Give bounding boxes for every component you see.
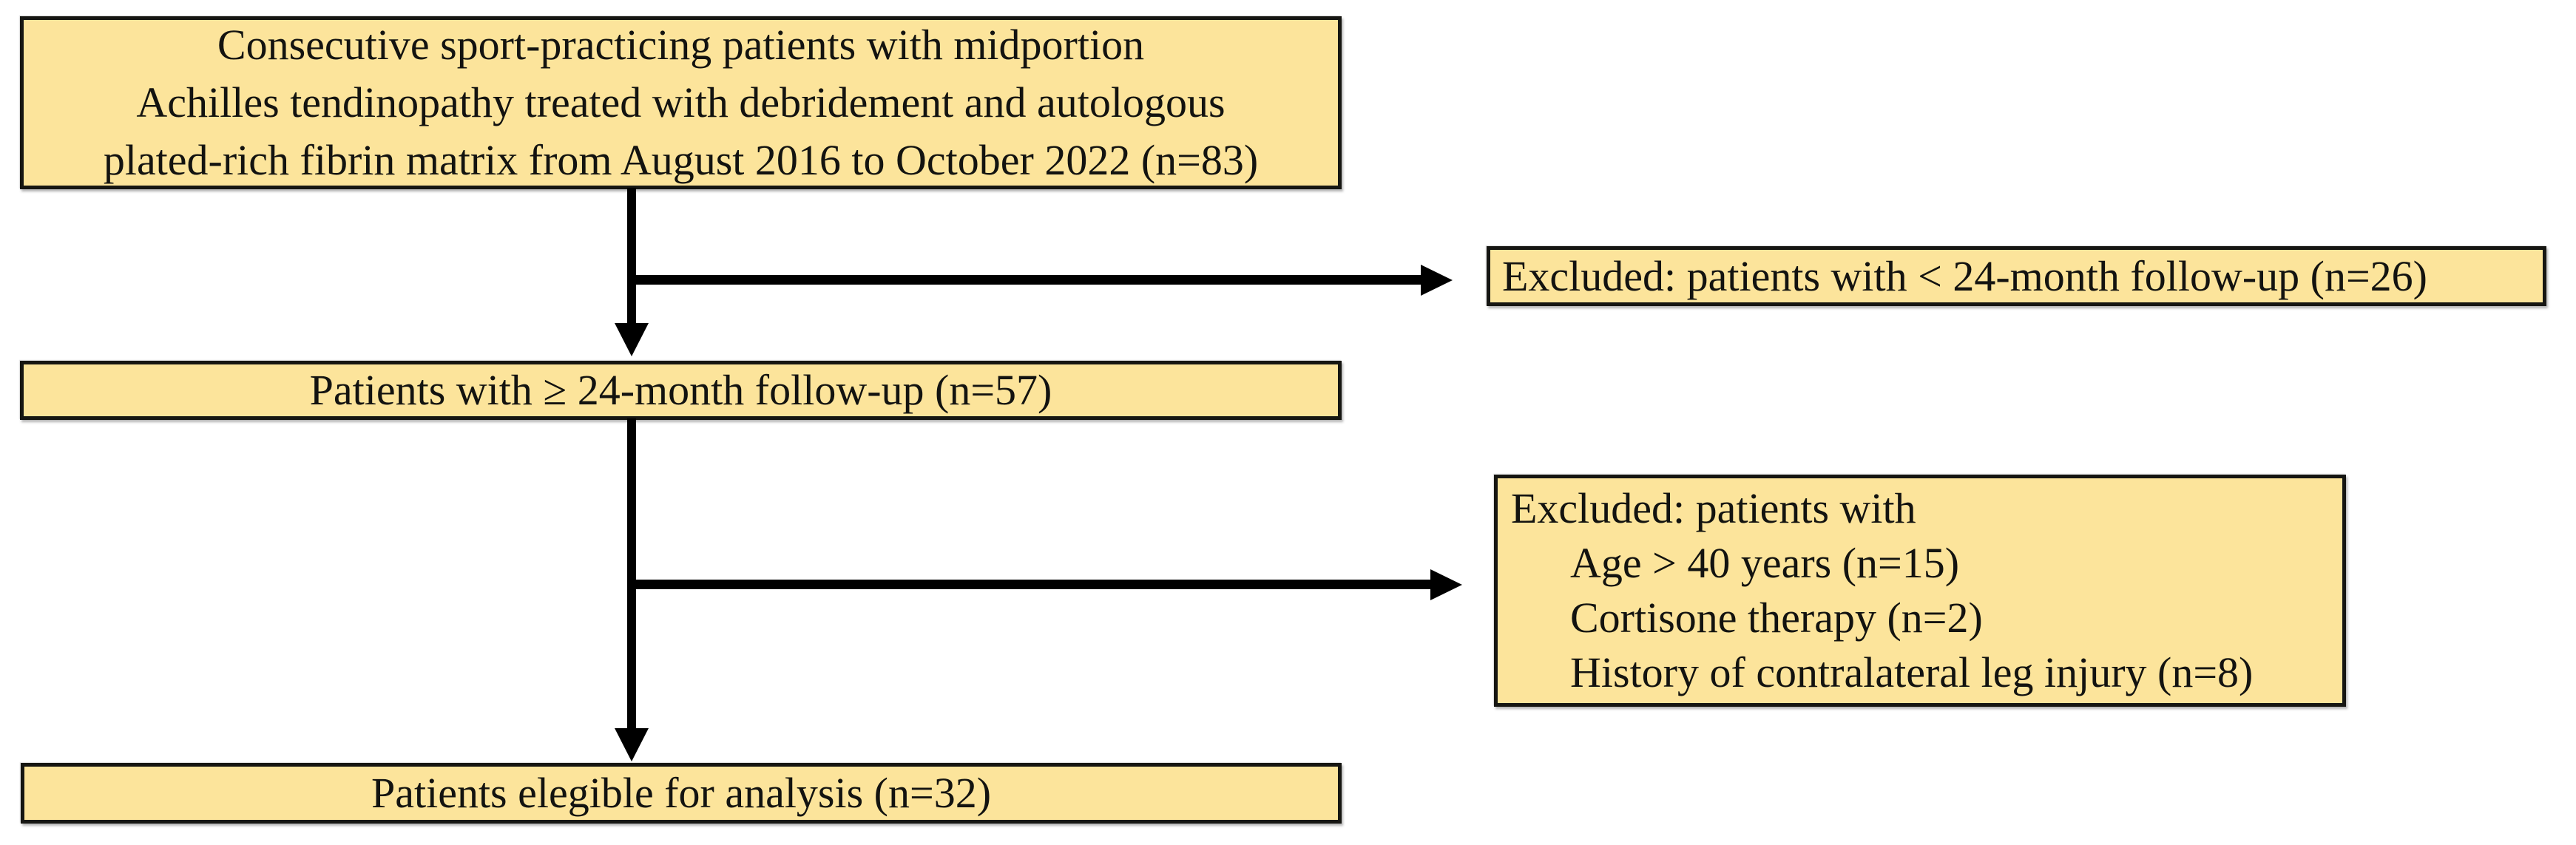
followup-text: Patients with ≥ 24-month follow-up (n=57… bbox=[309, 366, 1052, 414]
excluded-criteria-item-1: Age > 40 years (n=15) bbox=[1570, 539, 1960, 587]
down-arrow-1-line bbox=[627, 188, 636, 324]
enrollment-line-3: plated-rich fibrin matrix from August 20… bbox=[103, 136, 1259, 184]
branch-arrow-2-line bbox=[632, 580, 1431, 589]
excluded-criteria-title: Excluded: patients with bbox=[1511, 484, 1916, 532]
enrollment-line-1: Consecutive sport-practicing patients wi… bbox=[217, 21, 1145, 69]
branch-arrow-1-head-icon bbox=[1421, 265, 1453, 296]
eligible-text: Patients elegible for analysis (n=32) bbox=[371, 769, 992, 817]
node-eligible-box: Patients elegible for analysis (n=32) bbox=[21, 763, 1342, 824]
branch-arrow-1-line bbox=[632, 275, 1421, 285]
excluded-criteria-item-3: History of contralateral leg injury (n=8… bbox=[1570, 648, 2254, 696]
down-arrow-2-line bbox=[627, 418, 636, 729]
enrollment-line-2: Achilles tendinopathy treated with debri… bbox=[136, 78, 1226, 126]
node-excluded-criteria-box: Excluded: patients with Age > 40 years (… bbox=[1494, 475, 2346, 707]
down-arrow-2-head-icon bbox=[615, 728, 649, 761]
excluded-followup-text: Excluded: patients with < 24-month follo… bbox=[1502, 251, 2427, 300]
node-enrollment-box: Consecutive sport-practicing patients wi… bbox=[20, 16, 1342, 189]
node-followup-box: Patients with ≥ 24-month follow-up (n=57… bbox=[20, 361, 1342, 420]
node-excluded-followup-box: Excluded: patients with < 24-month follo… bbox=[1487, 246, 2546, 306]
branch-arrow-2-head-icon bbox=[1430, 569, 1462, 600]
down-arrow-1-head-icon bbox=[615, 323, 649, 356]
excluded-criteria-item-2: Cortisone therapy (n=2) bbox=[1570, 594, 1983, 642]
